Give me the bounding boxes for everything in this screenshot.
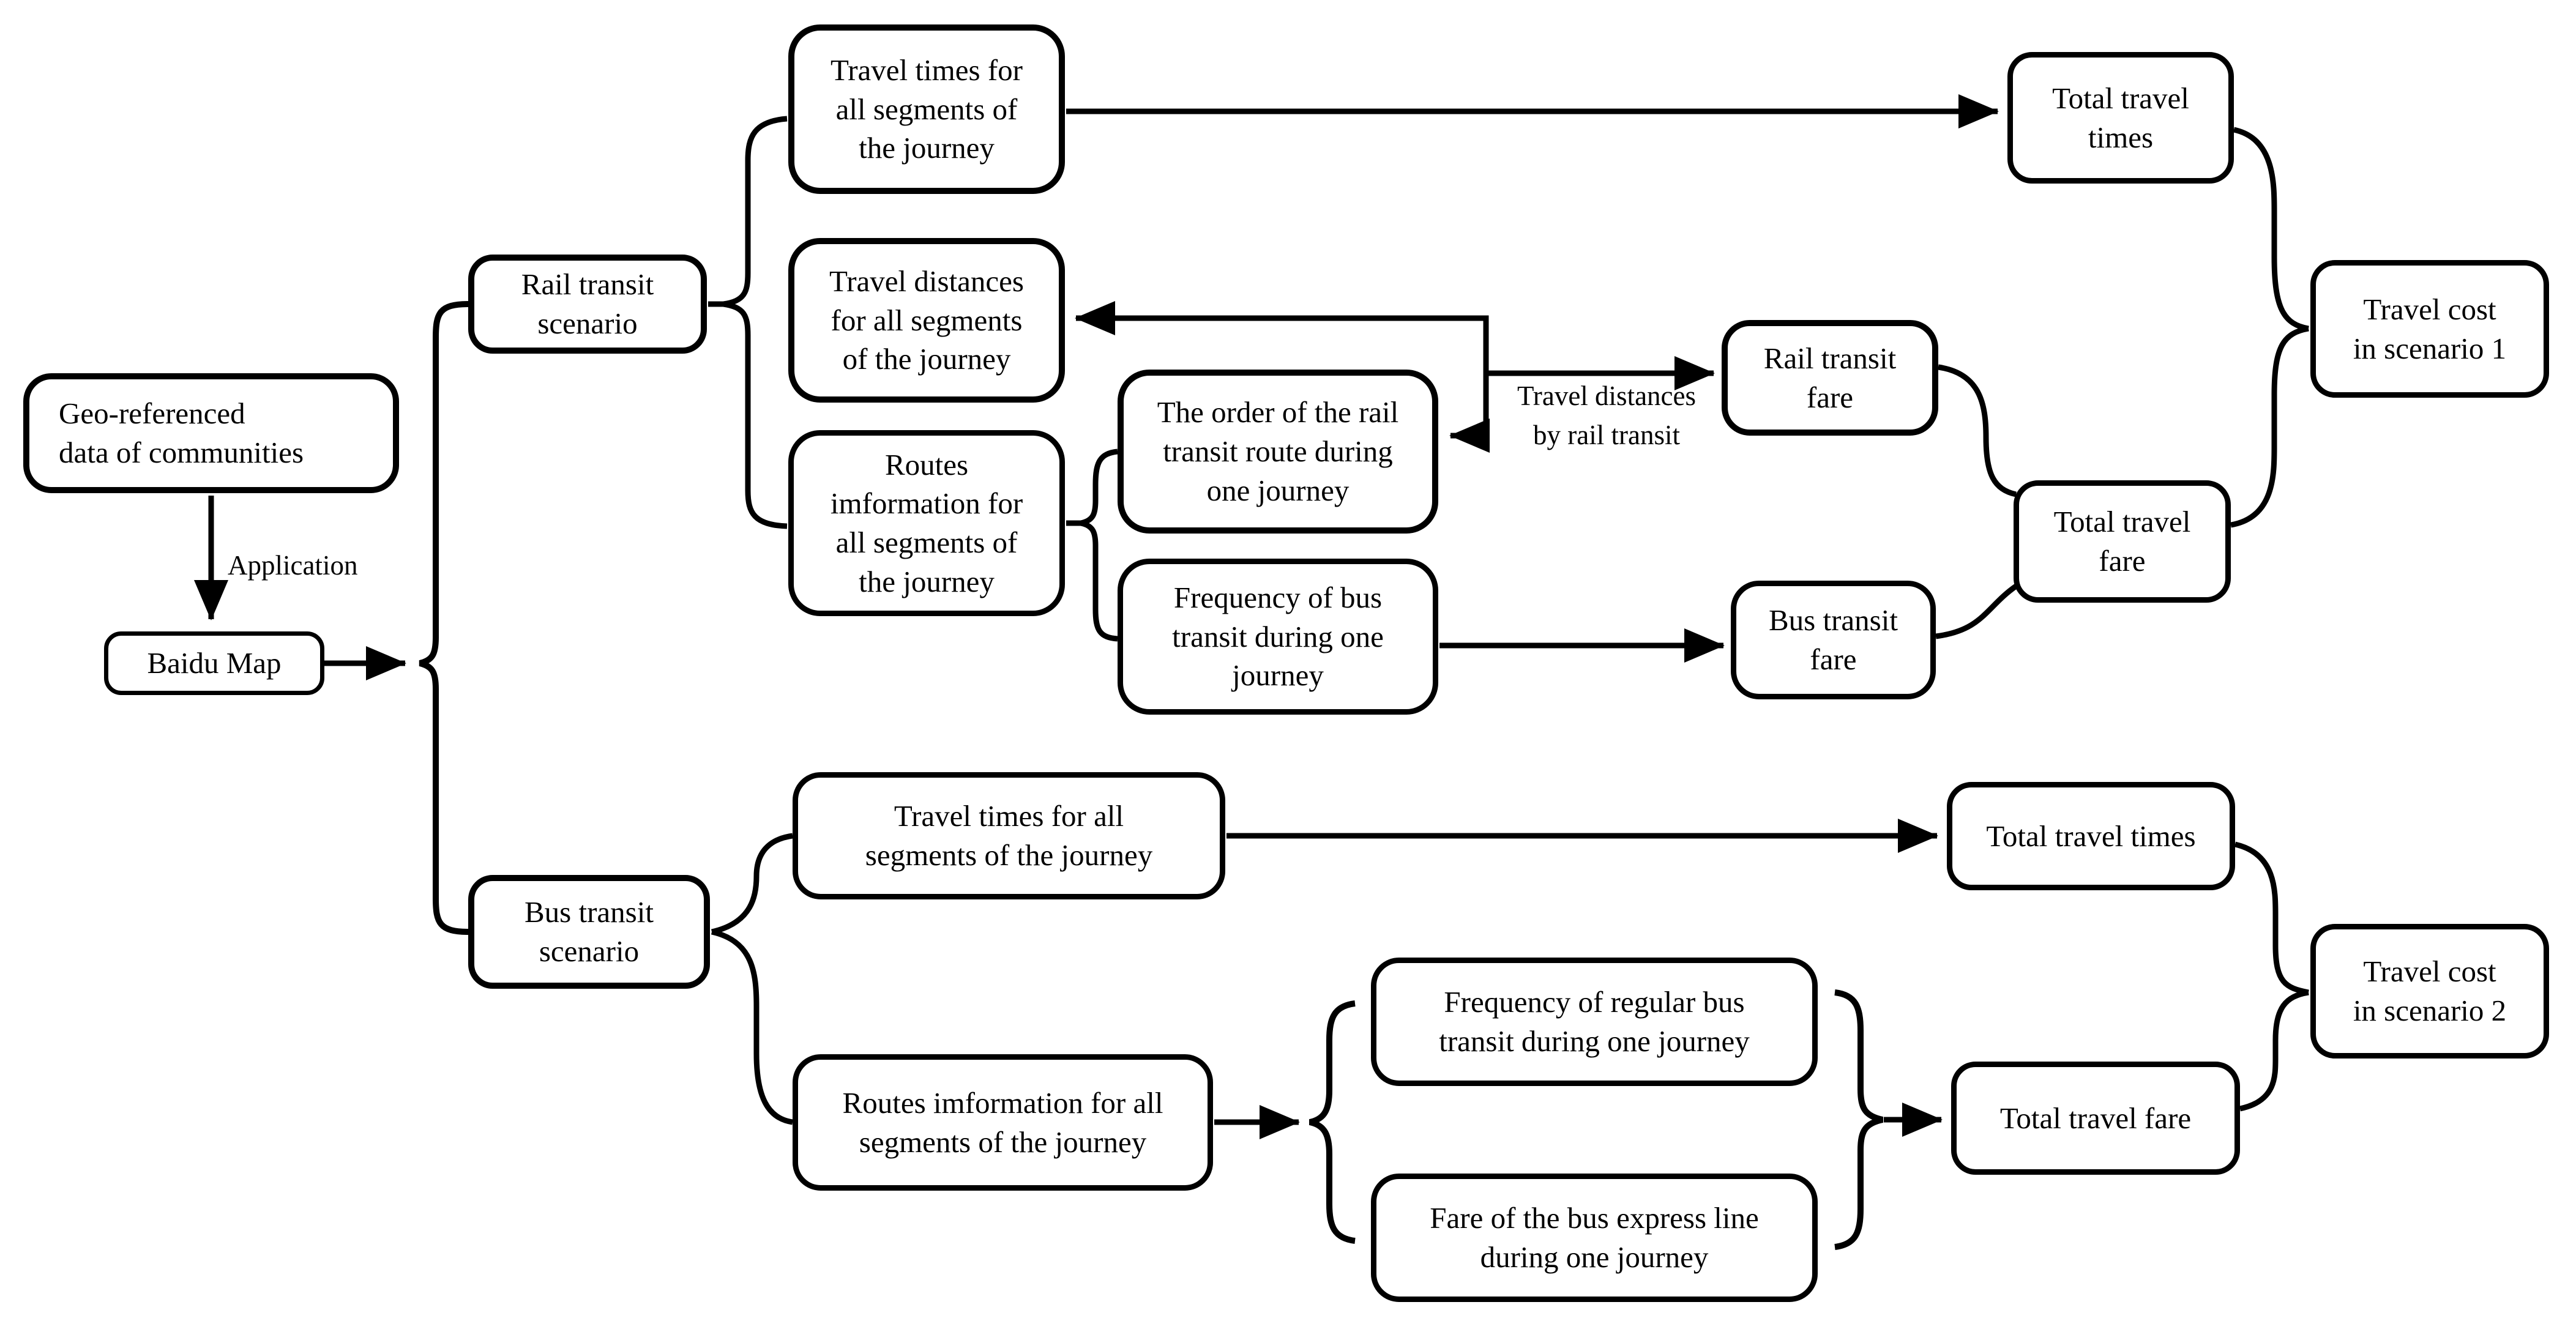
- node-fare-bus-express: Fare of the bus express line during one …: [1371, 1174, 1818, 1302]
- node-rail-transit-fare: Rail transit fare: [1722, 320, 1938, 436]
- edge-label-application: Application: [228, 550, 358, 581]
- curve-total-fare-1-to-cost-1: [2230, 326, 2309, 528]
- curve-bus-fare-to-total-fare-1: [1935, 584, 2018, 639]
- node-geo-referenced-data: Geo-referenced data of communities: [23, 373, 399, 493]
- node-travel-times-bus: Travel times for all segments of the jou…: [793, 772, 1225, 899]
- curve-total-times-2-to-cost-2: [2234, 841, 2309, 995]
- node-bus-transit-fare: Bus transit fare: [1731, 581, 1936, 699]
- node-rail-transit-scenario: Rail transit scenario: [468, 255, 707, 354]
- fork-routes-rail-up: [1080, 448, 1118, 526]
- node-routes-information-rail: Routes imformation for all segments of t…: [788, 430, 1065, 616]
- node-baidu-map: Baidu Map: [104, 631, 324, 695]
- node-travel-cost-scenario-2: Travel cost in scenario 2: [2310, 924, 2549, 1059]
- node-travel-distances: Travel distances for all segments of the…: [788, 238, 1065, 403]
- arrow-junction-to-travel-distances: [1075, 301, 1489, 436]
- fork-rail-scenario-up: [723, 116, 788, 307]
- node-total-travel-fare-1: Total travel fare: [2014, 480, 2231, 603]
- node-total-travel-fare-2: Total travel fare: [1951, 1062, 2240, 1175]
- node-order-rail-route: The order of the rail transit route duri…: [1118, 370, 1438, 534]
- fork-bus-scenario-up: [711, 833, 793, 935]
- node-travel-times-rail: Travel times for all segments of the jou…: [788, 24, 1065, 194]
- node-travel-cost-scenario-1: Travel cost in scenario 1: [2310, 260, 2549, 398]
- brace-bus-routes-split: [1309, 1000, 1356, 1244]
- node-bus-transit-scenario: Bus transit scenario: [468, 875, 710, 989]
- node-total-travel-times-1: Total travel times: [2007, 52, 2234, 184]
- fork-bus-scenario-down: [711, 929, 793, 1125]
- brace-bus-fares-merge: [1834, 989, 1884, 1250]
- node-frequency-bus-transit: Frequency of bus transit during one jour…: [1118, 559, 1438, 715]
- fork-routes-rail-down: [1080, 520, 1118, 642]
- curve-total-fare-2-to-cost-2: [2239, 989, 2309, 1112]
- brace-scenarios-split: [419, 301, 469, 935]
- node-frequency-regular-bus: Frequency of regular bus transit during …: [1371, 958, 1818, 1086]
- curve-total-times-1-to-cost-1: [2233, 127, 2309, 332]
- edge-label-travel-distances-by-rail: Travel distances by rail transit: [1517, 381, 1697, 450]
- node-total-travel-times-2: Total travel times: [1947, 782, 2235, 890]
- fork-rail-scenario-down: [723, 301, 788, 529]
- node-routes-information-bus: Routes imformation for all segments of t…: [793, 1054, 1213, 1191]
- curve-rail-fare-to-total-fare-1: [1938, 364, 2017, 497]
